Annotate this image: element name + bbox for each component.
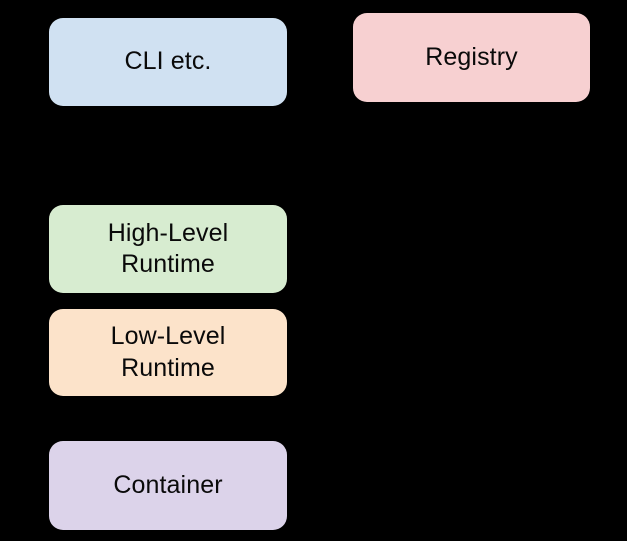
node-cli-etc-label: CLI etc. [124,47,212,76]
node-high-level-runtime-label: High-Level Runtime [107,218,229,278]
node-registry[interactable]: Registry [353,13,590,102]
node-high-level-runtime[interactable]: High-Level Runtime [49,205,287,293]
node-container[interactable]: Container [49,441,287,530]
node-cli-etc[interactable]: CLI etc. [49,18,287,106]
node-registry-label: Registry [425,42,518,71]
node-low-level-runtime[interactable]: Low-Level Runtime [49,309,287,396]
node-container-label: Container [113,470,223,499]
node-low-level-runtime-label: Low-Level Runtime [110,322,226,382]
